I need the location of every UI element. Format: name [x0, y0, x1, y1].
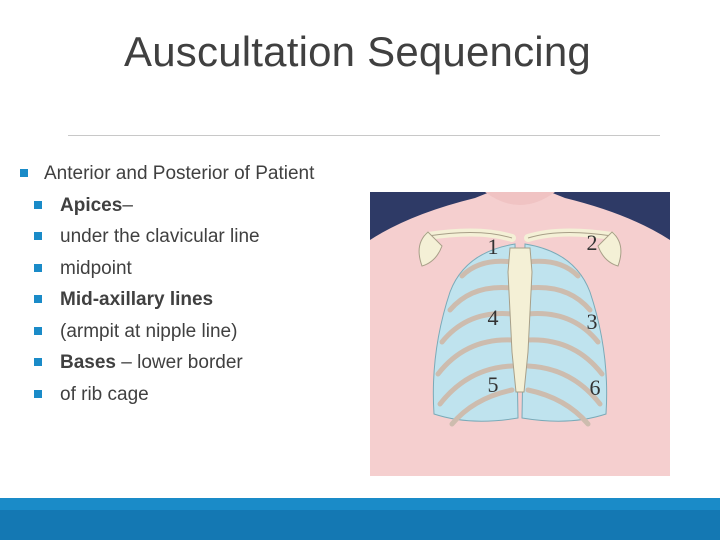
bullet-item: under the clavicular line: [18, 221, 398, 253]
title-divider: [68, 135, 660, 136]
bullet-text-part: midpoint: [60, 257, 132, 279]
bullet-text-part: Anterior and Posterior of Patient: [44, 163, 315, 184]
bullet-text: under the clavicular line: [48, 226, 260, 247]
bullet-item: Anterior and Posterior of Patient: [18, 158, 398, 190]
bullet-text: Anterior and Posterior of Patient: [32, 163, 314, 184]
bullet-marker: [34, 326, 42, 335]
chest-auscultation-figure: 1 2 4 3 5 6: [370, 192, 670, 476]
bullet-text: (armpit at nipple line): [48, 321, 237, 342]
point-label-1: 1: [488, 234, 499, 259]
bullet-text-part: – lower border: [116, 352, 243, 373]
rib-cage: [435, 258, 605, 427]
neck: [485, 192, 555, 205]
bullet-item: Bases – lower border: [18, 347, 398, 379]
sternum: [507, 247, 533, 393]
bullet-item: of rib cage: [18, 379, 398, 411]
bullet-item: (armpit at nipple line): [18, 316, 398, 348]
bullet-marker: [20, 169, 28, 177]
bullet-marker: [34, 295, 42, 303]
bullet-marker: [34, 263, 42, 272]
footer-band-light: [0, 498, 720, 510]
bullet-text: midpoint: [48, 258, 132, 279]
slide-title: Auscultation Sequencing: [124, 28, 591, 75]
bullet-marker: [34, 389, 42, 398]
point-label-5: 5: [488, 372, 499, 397]
left-shoulder-joint: [597, 231, 622, 267]
bullet-text-part: under the clavicular line: [60, 226, 260, 247]
bullet-text-part: of rib cage: [60, 383, 149, 405]
bullet-text-part: Bases: [60, 352, 116, 373]
point-label-3: 3: [587, 309, 598, 334]
bullet-marker: [34, 200, 42, 209]
bullet-item: Mid-axillary lines: [18, 284, 398, 316]
point-label-4: 4: [488, 305, 499, 330]
bullet-marker: [34, 358, 42, 366]
bullet-text: Apices–: [48, 195, 133, 216]
point-label-2: 2: [587, 230, 598, 255]
bullet-text: Mid-axillary lines: [48, 289, 213, 310]
bullet-item: Apices–: [18, 190, 398, 222]
left-clavicle-outline: [527, 231, 613, 239]
bullet-text-part: Mid-axillary lines: [60, 289, 214, 310]
point-label-6: 6: [590, 375, 601, 400]
bullet-item: midpoint: [18, 253, 398, 285]
bullet-text-part: (armpit at nipple line): [60, 320, 238, 342]
bullet-text: of rib cage: [48, 384, 149, 405]
bullet-marker: [34, 232, 42, 240]
bullet-text-part: Apices: [60, 194, 123, 216]
right-clavicle-outline: [427, 231, 513, 239]
footer-band-dark: [0, 510, 720, 540]
bullet-text: Bases – lower border: [48, 352, 243, 373]
bullet-text-part: –: [122, 194, 133, 216]
right-shoulder-joint: [418, 231, 443, 267]
